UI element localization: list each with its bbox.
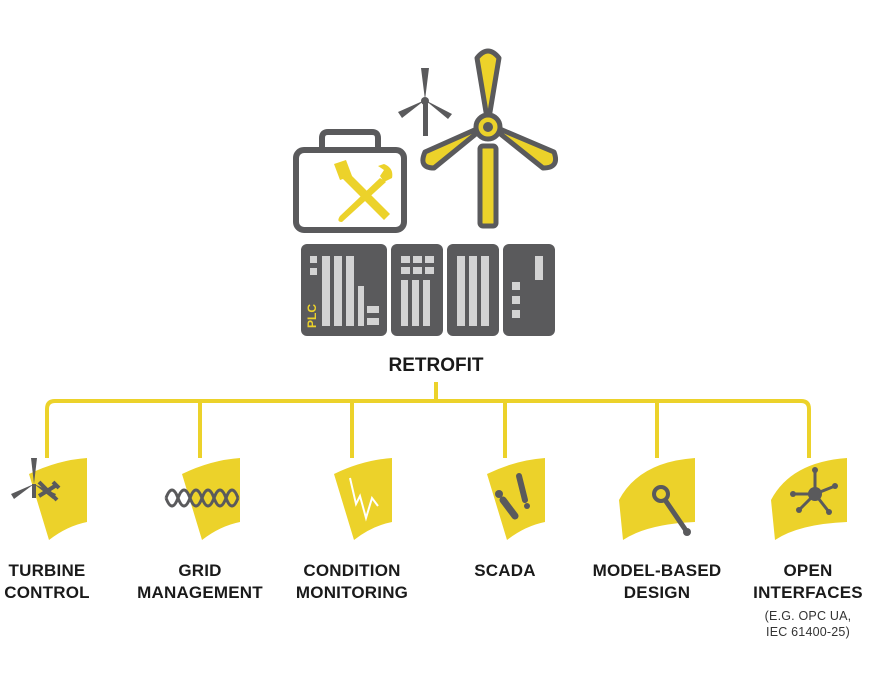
lever-gauge-icon (619, 458, 695, 540)
sine-wave-icon (164, 458, 240, 540)
open-interfaces-note: (E.G. OPC UA,IEC 61400-25) (764, 609, 852, 639)
connector-tree (45, 382, 811, 458)
alert-exclamation-icon (487, 458, 545, 540)
network-node-icon (771, 458, 847, 540)
tools-icon (334, 160, 393, 222)
pulse-line-icon (334, 458, 392, 540)
turbine-wrench-icon (11, 458, 87, 540)
plc-rack-icon: PLC (301, 244, 555, 336)
large-wind-turbine-icon (420, 48, 559, 229)
branch-label-scada: SCADA (474, 561, 536, 580)
small-wind-turbine-icon (398, 68, 452, 136)
retrofit-title: RETROFIT (388, 355, 484, 376)
plc-label: PLC (305, 304, 319, 328)
toolbox-icon (293, 129, 407, 233)
